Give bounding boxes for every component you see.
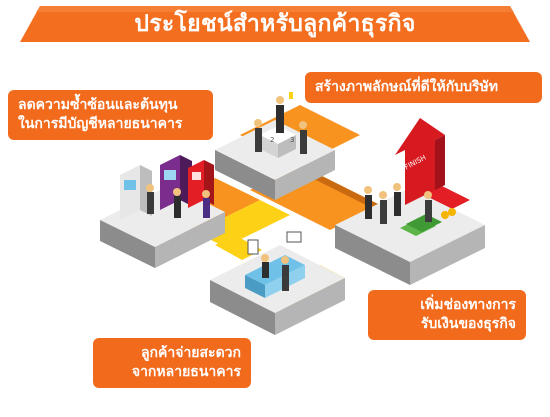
callout-channels-line2: รับเงินของธุรกิจ: [420, 316, 516, 332]
callout-channels: เพิ่มช่องทางการ รับเงินของธุรกิจ: [368, 290, 526, 340]
callout-reduce-cost: ลดความซ้ำซ้อนและต้นทุน ในการมีบัญชีหลายธ…: [8, 90, 213, 140]
podium-number-3: 3: [290, 136, 294, 144]
callout-pay-line2: จากหลายธนาคาร: [131, 364, 241, 380]
callout-pay: ลูกค้าจ่ายสะดวก จากหลายธนาคาร: [93, 338, 251, 388]
customers-at-atm: [146, 184, 210, 218]
callout-reduce-cost-line2: ในการมีบัญชีหลายธนาคาร: [18, 116, 183, 132]
callout-image-line1: สร้างภาพลักษณ์ที่ดีให้กับบริษัท: [315, 79, 498, 95]
bank-counter-icon: [245, 231, 305, 298]
isometric-scene: 2 3 FINISH: [100, 92, 485, 335]
callout-image: สร้างภาพลักษณ์ที่ดีให้กับบริษัท: [305, 72, 542, 103]
callout-reduce-cost-line1: ลดความซ้ำซ้อนและต้นทุน: [18, 97, 178, 113]
callout-pay-line1: ลูกค้าจ่ายสะดวก: [140, 345, 241, 361]
podium-icon: 2 3: [254, 92, 307, 158]
page-title: ประโยชน์สำหรับลูกค้าธุรกิจ: [134, 11, 416, 37]
finish-arrow-icon: FINISH: [395, 118, 445, 205]
money-icon: [400, 208, 456, 236]
title-bar: ประโยชน์สำหรับลูกค้าธุรกิจ: [0, 0, 550, 48]
business-people-finish: [364, 183, 432, 224]
callout-channels-line1: เพิ่มช่องทางการ: [420, 297, 516, 313]
title-banner-shape: [20, 6, 530, 42]
podium-number-2: 2: [270, 136, 274, 144]
